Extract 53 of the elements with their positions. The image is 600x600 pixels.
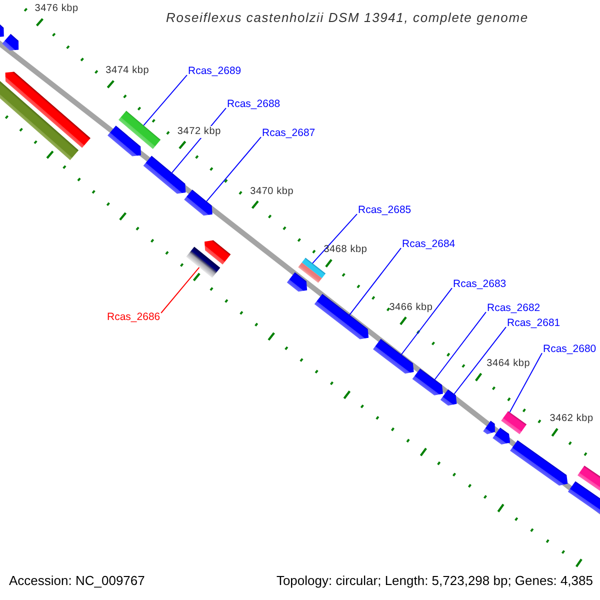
gene-label: Rcas_2685 bbox=[358, 204, 412, 216]
title: Roseiflexus castenholzii DSM 13941, complete genome bbox=[166, 11, 528, 26]
gene-block bbox=[483, 420, 495, 434]
gene-label: Rcas_2682 bbox=[487, 302, 540, 314]
scale-label: 3462 kbp bbox=[550, 413, 594, 425]
gene-label: Rcas_2680 bbox=[543, 343, 596, 356]
scale-label: 3472 kbp bbox=[177, 126, 221, 138]
gene-label: Rcas_2681 bbox=[507, 317, 560, 330]
gene-label: Rcas_2683 bbox=[453, 278, 506, 290]
leader-line bbox=[312, 214, 358, 264]
gene-block bbox=[143, 156, 186, 194]
feature-bar bbox=[501, 411, 527, 434]
gene-block bbox=[412, 368, 443, 396]
leader-line bbox=[349, 248, 402, 316]
gene-block bbox=[314, 294, 369, 340]
gene-block bbox=[108, 126, 141, 156]
gene-label: Rcas_2687 bbox=[262, 127, 316, 140]
leader-line bbox=[434, 312, 486, 380]
feature-bar bbox=[298, 262, 322, 283]
feature-bar bbox=[568, 481, 600, 514]
leader-line bbox=[509, 352, 542, 413]
scale-label: 3466 kbp bbox=[389, 302, 433, 314]
gene-block bbox=[440, 389, 457, 406]
scale-label: 3470 kbp bbox=[250, 186, 294, 198]
gene-label: Rcas_2684 bbox=[402, 238, 456, 250]
gene-block bbox=[2, 34, 19, 50]
feature-bar bbox=[0, 81, 79, 160]
accession-text: Accession: NC_009767 bbox=[9, 574, 145, 589]
genome-summary-text: Topology: circular; Length: 5,723,298 bp; Genes: 4,385 bbox=[276, 574, 593, 589]
feature-bar bbox=[578, 466, 600, 491]
scale-label: 3468 kbp bbox=[324, 244, 368, 256]
gene-block bbox=[0, 24, 4, 37]
feature-bar bbox=[118, 110, 161, 149]
gene-label: Rcas_2689 bbox=[188, 65, 242, 78]
gene-block bbox=[5, 72, 90, 148]
feature-bar bbox=[302, 258, 326, 278]
gene-block bbox=[510, 440, 568, 486]
gene-label: Rcas_2686 bbox=[107, 311, 160, 324]
leader-line bbox=[160, 266, 200, 314]
scale-label: 3464 kbp bbox=[486, 358, 530, 370]
gene-block bbox=[373, 338, 414, 374]
scale-label: 3476 kbp bbox=[34, 3, 78, 15]
leader-line bbox=[454, 326, 506, 394]
gene-block bbox=[286, 272, 308, 292]
leader-line bbox=[400, 288, 452, 355]
leader-line bbox=[143, 74, 188, 126]
gene-label: Rcas_2688 bbox=[227, 98, 280, 110]
gene-block bbox=[204, 240, 231, 264]
scale-label: 3474 kbp bbox=[106, 65, 150, 77]
gene-block bbox=[492, 428, 510, 444]
gene-block bbox=[184, 190, 212, 216]
leader-line bbox=[206, 136, 262, 202]
feature-bar bbox=[186, 246, 220, 278]
